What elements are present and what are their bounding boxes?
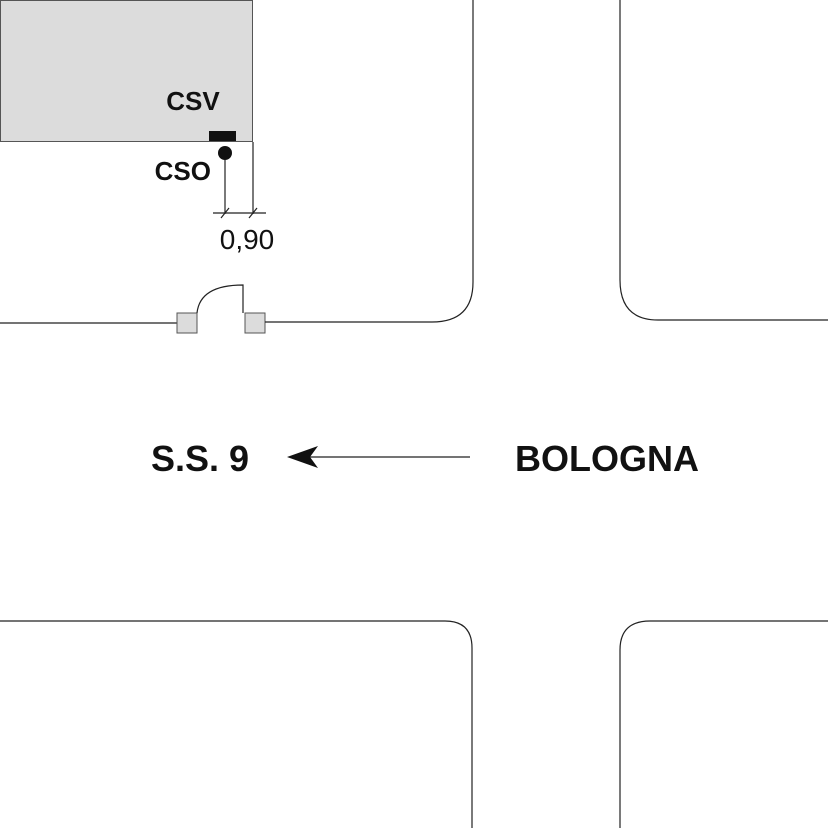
destination-label: BOLOGNA: [515, 438, 699, 479]
gate-post-right: [244, 312, 266, 334]
direction-arrow: [287, 446, 470, 468]
gate-post-left: [176, 312, 198, 334]
origin-label: S.S. 9: [151, 438, 249, 479]
dimension-label: 0,90: [220, 224, 275, 255]
building: [0, 0, 253, 142]
csv-label: CSV: [166, 86, 220, 116]
cso-marker: [218, 146, 232, 160]
gate: [196, 284, 244, 314]
dimension-line: [213, 142, 266, 219]
cso-label: CSO: [155, 156, 211, 186]
csv-marker: [209, 131, 236, 141]
